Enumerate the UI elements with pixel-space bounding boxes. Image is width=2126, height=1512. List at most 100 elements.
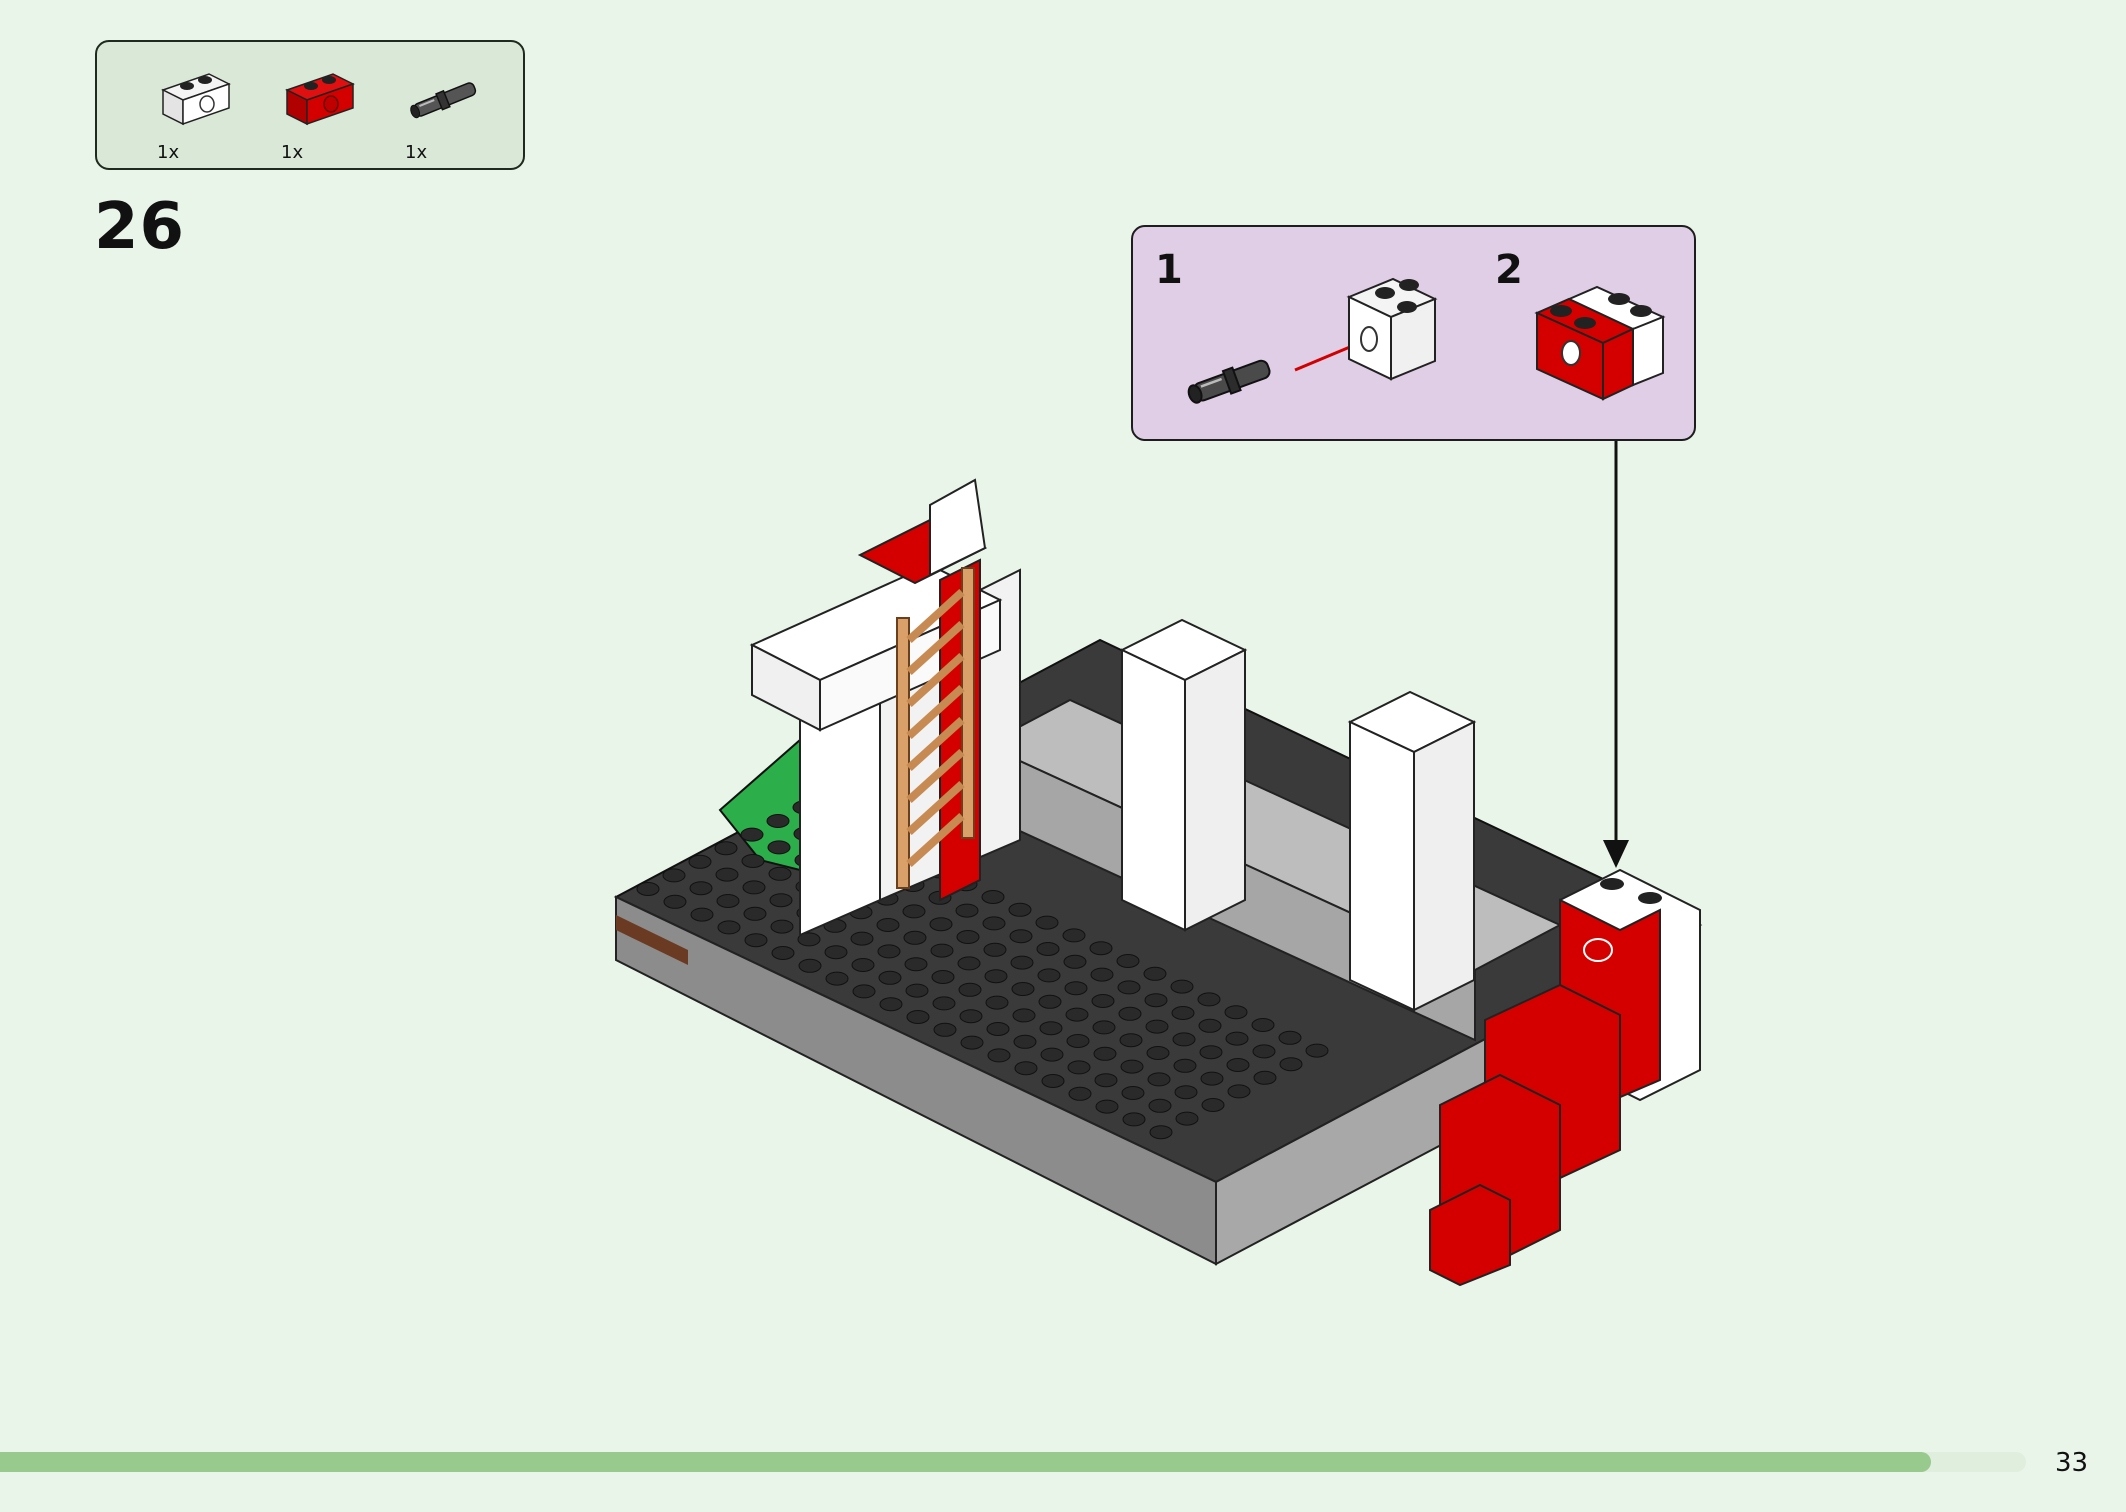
right-white-tower bbox=[1347, 690, 1477, 1012]
stud bbox=[1173, 1058, 1197, 1073]
stud bbox=[1121, 1086, 1145, 1100]
stud bbox=[1170, 979, 1194, 994]
stud bbox=[1143, 966, 1167, 981]
part-item-white-brick: 1x bbox=[157, 60, 267, 163]
stud bbox=[1092, 1020, 1116, 1035]
page-number: 33 bbox=[2055, 1448, 2089, 1478]
stud bbox=[1147, 1072, 1171, 1087]
part-item-red-brick: 1x bbox=[281, 60, 391, 163]
stud bbox=[929, 917, 953, 932]
stud bbox=[956, 930, 980, 944]
stud bbox=[1122, 1112, 1146, 1127]
connector-pin-icon bbox=[1187, 359, 1271, 404]
stud bbox=[1146, 1046, 1170, 1060]
stud bbox=[770, 919, 794, 934]
stud bbox=[636, 882, 660, 896]
red-technic-brick-icon bbox=[285, 73, 355, 126]
stud bbox=[986, 1022, 1010, 1036]
step-number: 26 bbox=[94, 190, 186, 264]
stud bbox=[1064, 981, 1088, 996]
stud bbox=[878, 970, 902, 985]
stud bbox=[1091, 994, 1115, 1008]
stud bbox=[905, 983, 929, 998]
stud bbox=[1251, 1018, 1275, 1032]
stud bbox=[959, 1009, 983, 1024]
stud bbox=[798, 958, 822, 973]
part-quantity: 1x bbox=[157, 142, 180, 163]
stud bbox=[1279, 1057, 1303, 1072]
progress-bar bbox=[0, 1452, 2026, 1472]
stud bbox=[1278, 1030, 1302, 1045]
stud bbox=[1090, 967, 1114, 982]
stud bbox=[1067, 1060, 1091, 1075]
stud bbox=[714, 841, 738, 856]
callout-pointer-arrow bbox=[1603, 441, 1629, 868]
stud bbox=[932, 996, 956, 1011]
stud bbox=[1037, 968, 1061, 983]
stud bbox=[663, 894, 687, 909]
stud bbox=[1116, 954, 1140, 968]
part-quantity: 1x bbox=[281, 142, 304, 163]
stud bbox=[879, 997, 903, 1012]
stud bbox=[744, 933, 768, 948]
stud bbox=[930, 943, 954, 958]
stud bbox=[1039, 1021, 1063, 1036]
stud bbox=[1171, 1006, 1195, 1020]
stud bbox=[1065, 1007, 1089, 1022]
stud bbox=[742, 880, 766, 895]
stud bbox=[1068, 1086, 1092, 1101]
stud bbox=[716, 894, 740, 908]
stud bbox=[981, 890, 1005, 904]
part-quantity: 1x bbox=[405, 142, 428, 163]
stud bbox=[1201, 1098, 1225, 1112]
progress-bar-fill bbox=[0, 1452, 1931, 1472]
stud bbox=[1117, 980, 1141, 995]
stud bbox=[740, 827, 764, 842]
stud bbox=[769, 893, 793, 908]
stud bbox=[851, 958, 875, 972]
stud bbox=[1199, 1045, 1223, 1060]
stud bbox=[768, 866, 792, 881]
ladder-rung bbox=[906, 717, 965, 771]
callout-illustration bbox=[1187, 277, 1666, 404]
substep-number: 1 bbox=[1155, 247, 1183, 293]
stud bbox=[767, 840, 791, 855]
assembled-brick-icon bbox=[1534, 285, 1666, 401]
part-item-connector-pin: 1x bbox=[405, 60, 515, 163]
substep-number: 2 bbox=[1495, 247, 1523, 293]
stud bbox=[1145, 1019, 1169, 1034]
stud bbox=[766, 814, 790, 828]
stud bbox=[1144, 993, 1168, 1008]
stud bbox=[1040, 1047, 1064, 1062]
stud bbox=[741, 854, 765, 868]
parts-list-box: 1x 1x 1x bbox=[95, 40, 525, 170]
stud bbox=[1149, 1125, 1173, 1140]
stud bbox=[662, 868, 686, 883]
stud bbox=[876, 918, 900, 932]
stud bbox=[743, 906, 767, 921]
stud bbox=[1014, 1061, 1038, 1076]
stud bbox=[1012, 1008, 1036, 1023]
ladder-rung bbox=[906, 685, 965, 739]
stud bbox=[933, 1022, 957, 1037]
stud bbox=[1119, 1033, 1143, 1048]
stud bbox=[1120, 1059, 1144, 1074]
stud bbox=[1305, 1043, 1329, 1058]
ladder-rung bbox=[906, 621, 965, 675]
stud bbox=[771, 946, 795, 960]
stud bbox=[1009, 929, 1033, 944]
stud bbox=[1013, 1034, 1037, 1049]
stud bbox=[1089, 941, 1113, 956]
stud bbox=[689, 881, 713, 896]
ladder-rung bbox=[906, 749, 965, 803]
stud bbox=[1224, 1005, 1248, 1020]
stud bbox=[1066, 1034, 1090, 1048]
stud bbox=[1174, 1085, 1198, 1100]
stud bbox=[717, 920, 741, 935]
ladder-rung bbox=[906, 781, 965, 835]
stud bbox=[902, 904, 926, 919]
stud bbox=[1252, 1044, 1276, 1059]
stud bbox=[906, 1010, 930, 1024]
stud bbox=[1226, 1058, 1250, 1072]
stud bbox=[797, 932, 821, 947]
